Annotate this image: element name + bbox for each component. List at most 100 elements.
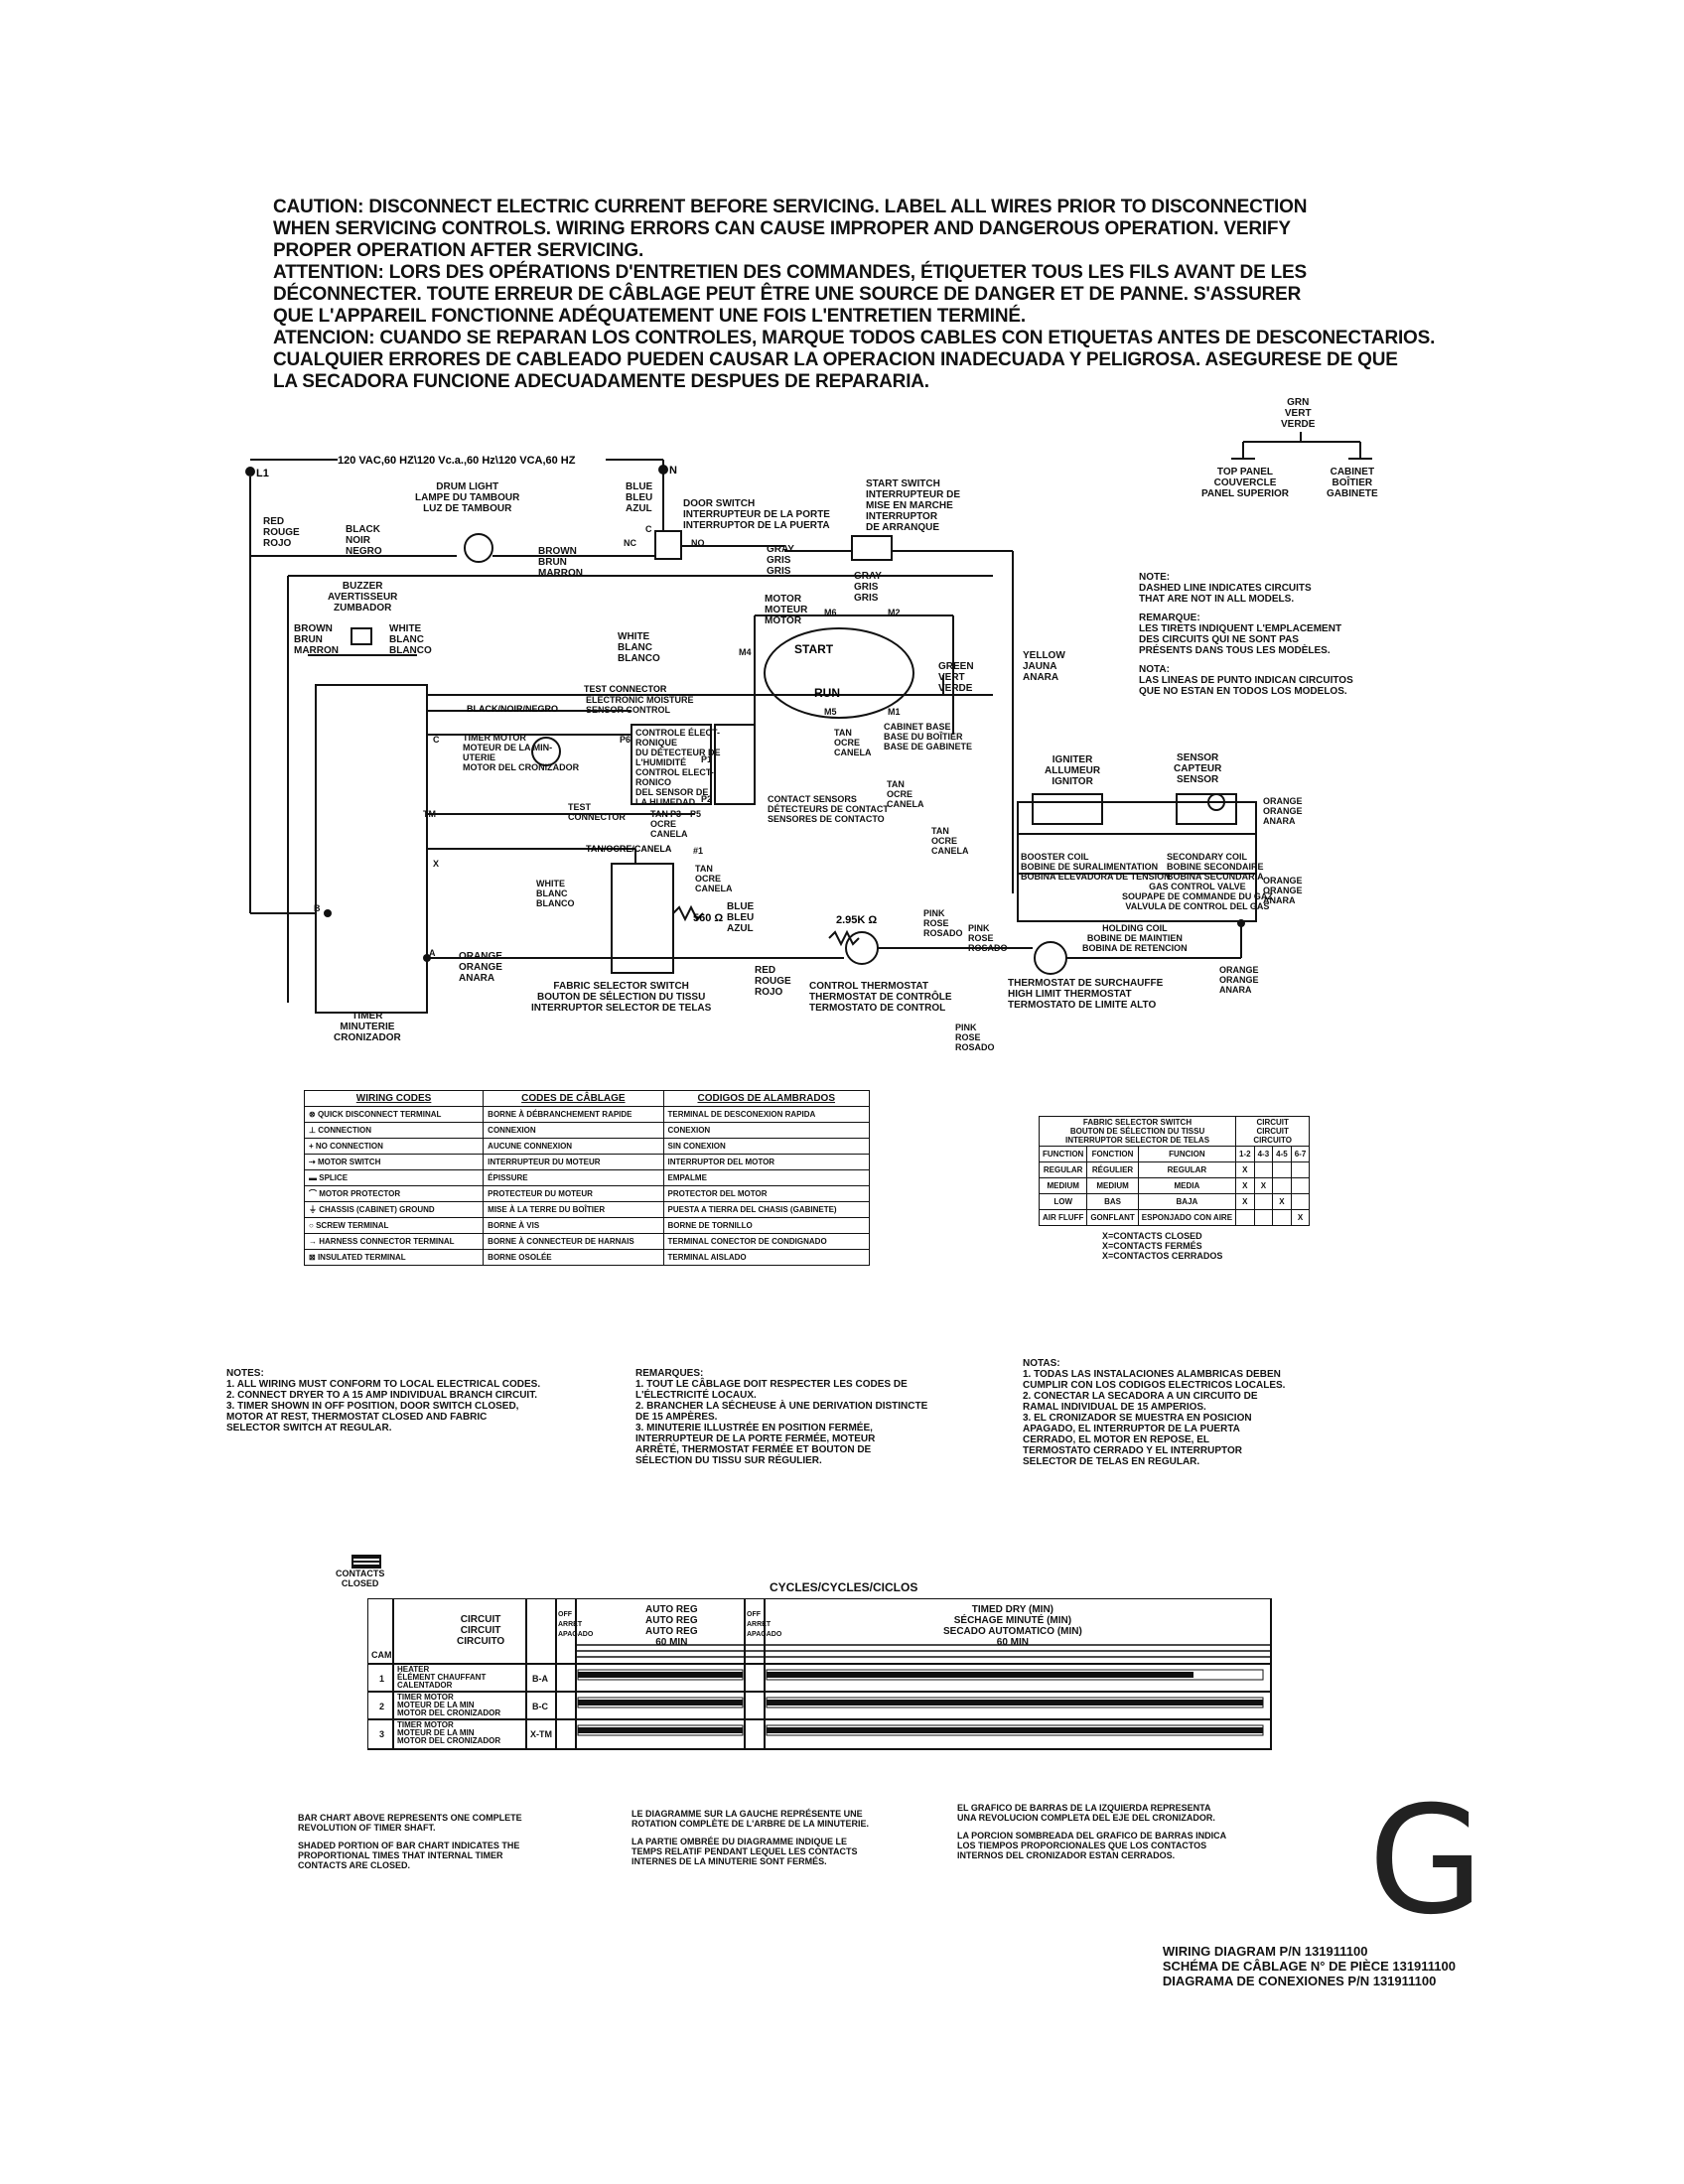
cam3-auto-bar: [578, 1727, 743, 1733]
bar-note-es: EL GRAFICO DE BARRAS DE LA IZQUIERDA REP…: [957, 1803, 1227, 1860]
cam1-auto-bar: [578, 1672, 743, 1678]
revision-letter: G: [1368, 1775, 1484, 1948]
caution-line: CAUTION: DISCONNECT ELECTRIC CURRENT BEF…: [273, 197, 1308, 217]
terminal-p1: P1: [701, 754, 713, 764]
supply-voltage-label: 120 VAC,60 HZ\120 Vc.a.,60 Hz\120 VCA,60…: [338, 455, 576, 467]
timed-header: TIMED DRY (MIN)SÉCHAGE MINUTÉ (MIN)SECAD…: [943, 1604, 1082, 1648]
contacts-closed-swatch: [351, 1555, 381, 1569]
wiring-schematic: 120 VAC,60 HZ\120 Vc.a.,60 Hz\120 VCA,60…: [245, 432, 1372, 1014]
wiring-codes-header: CODIGOS DE ALAMBRADOS: [662, 1090, 871, 1107]
terminal-m4: M4: [739, 647, 752, 657]
cam-number: 1: [379, 1674, 385, 1684]
caution-line: ATENCION: CUANDO SE REPARAN LOS CONTROLE…: [273, 328, 1436, 348]
l1-label: L1: [256, 468, 269, 479]
n-label: N: [669, 465, 677, 477]
terminal-m5: M5: [824, 707, 837, 717]
terminal-b: B: [314, 903, 321, 913]
black-wire-label: BLACK/NOIR/NEGRO: [467, 704, 558, 714]
caution-line: WHEN SERVICING CONTROLS. WIRING ERRORS C…: [273, 218, 1291, 239]
wiring-codes-header: WIRING CODES: [303, 1090, 485, 1107]
wiring-codes-header: CODES DE CÂBLAGE: [483, 1090, 664, 1107]
cam-terminal: X-TM: [530, 1729, 552, 1739]
resistor-560-label: 560 Ω: [693, 912, 723, 924]
cam-number: 3: [379, 1729, 385, 1739]
cam-header: CAM: [371, 1650, 392, 1660]
terminal-timer-c: C: [433, 735, 440, 745]
test-connector-label: TEST CONNECTOR: [584, 684, 667, 694]
terminal-1: #1: [693, 846, 704, 856]
caution-text: CAUTION: DISCONNECT ELECTRIC CURRENT BEF…: [273, 197, 1504, 393]
terminal-p5: P5: [690, 809, 702, 819]
caution-line: PROPER OPERATION AFTER SERVICING.: [273, 240, 644, 261]
terminal-a: A: [429, 948, 436, 958]
notes-en: NOTES:1. ALL WIRING MUST CONFORM TO LOCA…: [226, 1368, 541, 1433]
cam3-timed-bar: [767, 1727, 1263, 1733]
cycles-title: CYCLES/CYCLES/CICLOS: [770, 1580, 918, 1594]
cam-terminal: B-C: [532, 1702, 548, 1711]
notes-es: NOTAS:1. TODAS LAS INSTALACIONES ALAMBRI…: [1023, 1358, 1286, 1467]
cam-terminal: B-A: [532, 1674, 548, 1684]
terminal-m2: M2: [888, 608, 901, 617]
terminal-p3: P3: [670, 809, 682, 819]
terminal-p2: P2: [701, 794, 713, 804]
cycles-chart: [367, 1598, 1272, 1750]
wiring-codes-table: WIRING CODES CODES DE CÂBLAGE CODIGOS DE…: [303, 1090, 871, 1266]
terminal-c: C: [645, 524, 652, 534]
terminal-nc: NC: [624, 538, 636, 548]
terminal-p6: P6: [620, 735, 632, 745]
bar-note-fr: LE DIAGRAMME SUR LA GAUCHE REPRÉSENTE UN…: [632, 1809, 869, 1866]
cam-number: 2: [379, 1702, 385, 1711]
